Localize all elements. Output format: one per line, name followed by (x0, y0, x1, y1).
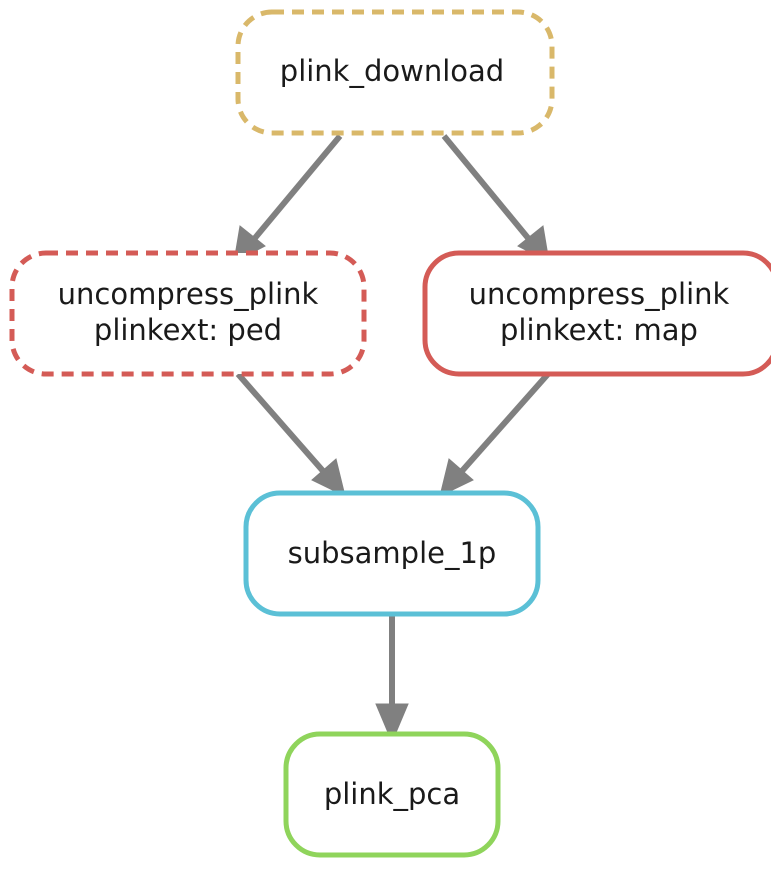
node-uncompress-plink-map[interactable]: uncompress_plink plinkext: map (422, 250, 771, 377)
node-plink-pca-box (283, 731, 501, 858)
node-subsample-1p-label: subsample_1p (288, 536, 497, 570)
edge-plink-download-to-uncompress-ped (233, 134, 343, 263)
node-uncompress-plink-map-param: plinkext: map (500, 313, 698, 347)
node-uncompress-plink-ped-box (9, 250, 367, 377)
edge-plink-download-to-uncompress-map (441, 134, 550, 263)
node-plink-download-box (235, 9, 555, 136)
edge-layer (233, 134, 551, 744)
node-subsample-1p[interactable]: subsample_1p (243, 490, 541, 617)
node-uncompress-plink-ped-param: plinkext: ped (94, 313, 282, 347)
edge-uncompress-ped-to-subsample (235, 372, 346, 497)
node-plink-download[interactable]: plink_download (235, 9, 555, 136)
node-plink-pca[interactable]: plink_pca (283, 731, 501, 858)
node-uncompress-plink-ped[interactable]: uncompress_plink plinkext: ped (9, 250, 367, 377)
edge-subsample-to-plink-pca (375, 616, 409, 744)
node-uncompress-plink-ped-label: uncompress_plink (58, 277, 319, 311)
node-uncompress-plink-map-box (422, 250, 771, 377)
node-plink-download-label: plink_download (280, 54, 504, 88)
edge-uncompress-map-to-subsample (439, 372, 551, 497)
node-plink-pca-label: plink_pca (324, 777, 460, 811)
node-subsample-1p-box (243, 490, 541, 617)
node-uncompress-plink-map-label: uncompress_plink (469, 277, 730, 311)
